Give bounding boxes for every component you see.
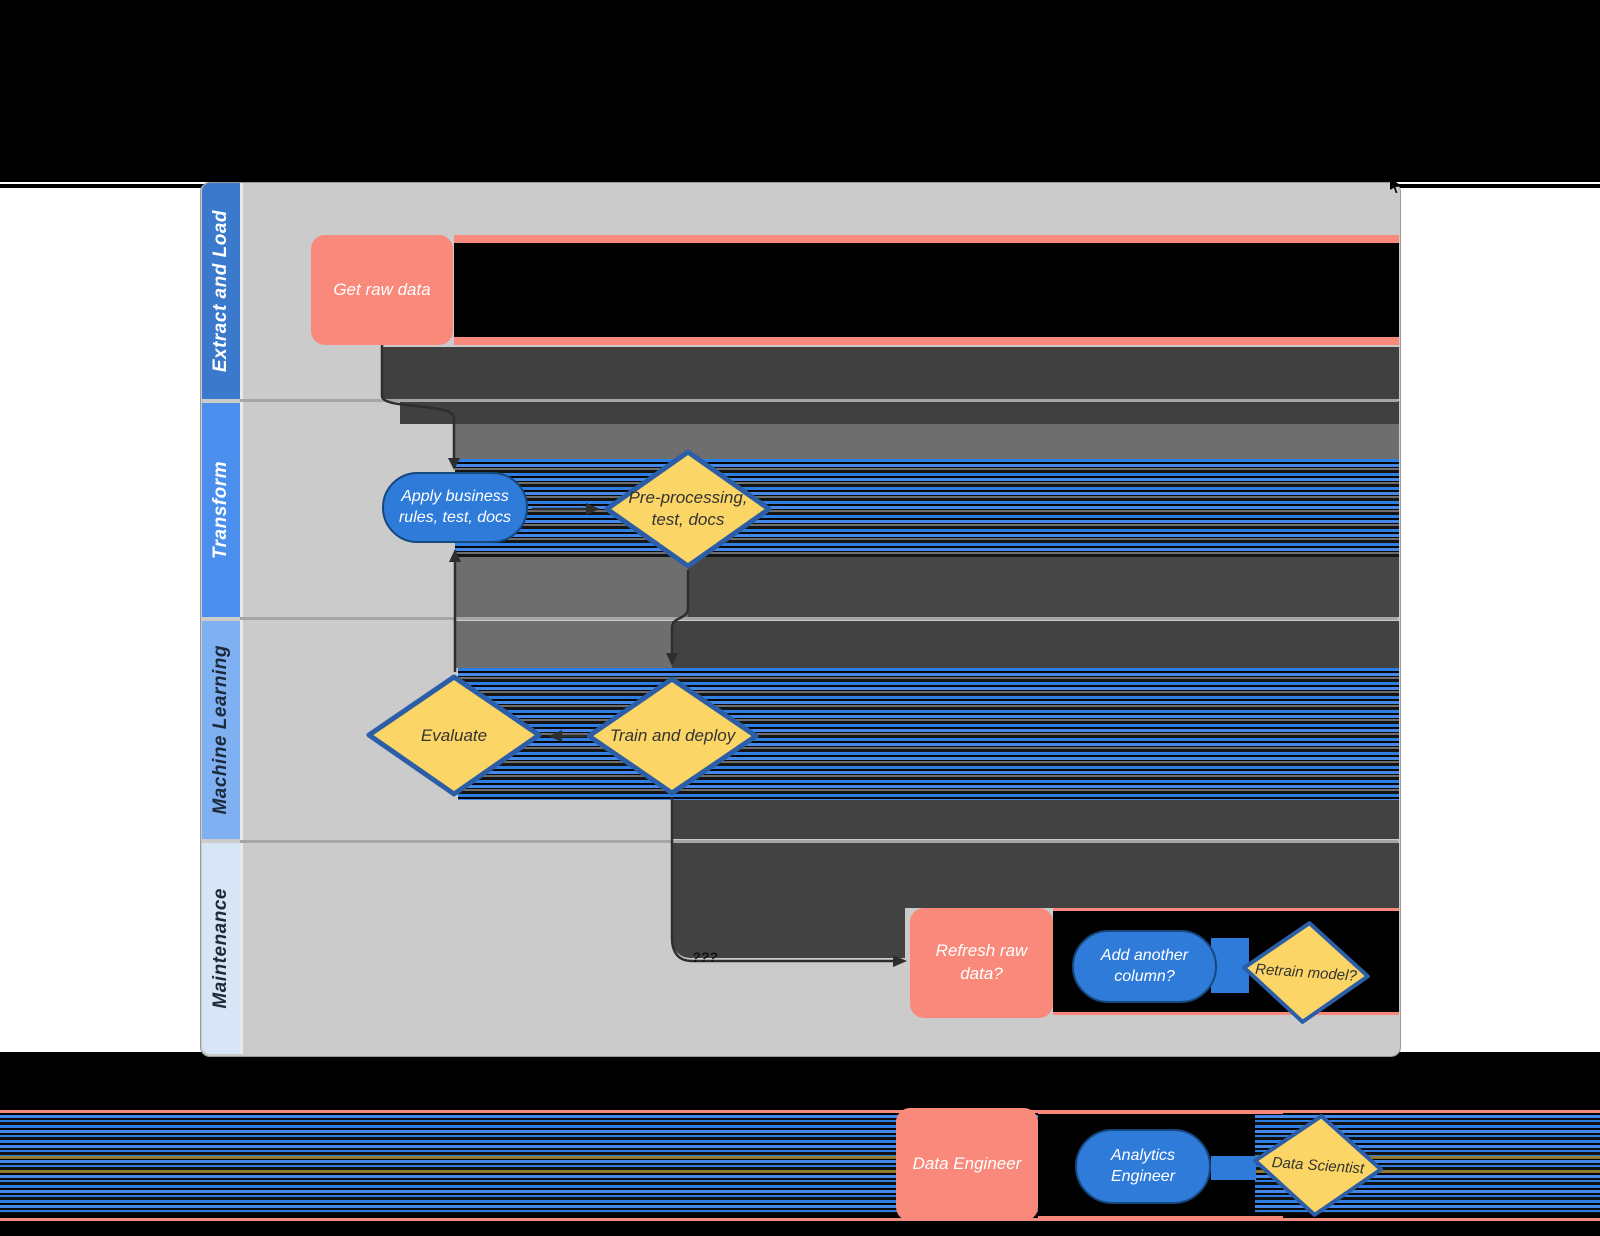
smear-dark-band (400, 401, 1399, 424)
diamond-shape (366, 674, 542, 797)
legend-data-scientist[interactable]: Data Scientist (1248, 1108, 1389, 1222)
node-retrain-model[interactable]: Retrain model? (1236, 916, 1375, 1030)
smear-salmon-band (1038, 1110, 1283, 1114)
node-label: Add another column? (1100, 946, 1189, 985)
node-apply-business-rules[interactable]: Apply business rules, test, docs (382, 472, 528, 543)
node-add-another-column[interactable]: Add another column? (1072, 930, 1217, 1003)
smear-medium-band (455, 424, 1399, 459)
diamond-shape (1242, 921, 1370, 1024)
glitch-gold-row (0, 1170, 1600, 1173)
lane-label: Maintenance (210, 888, 231, 1009)
smear-blue-band (1211, 938, 1249, 993)
node-get-raw-data[interactable]: Get raw data (311, 235, 453, 345)
smear-stripe-band (455, 459, 1399, 557)
connector-label: ??? (692, 949, 718, 965)
top-black-band (0, 0, 1600, 182)
smear-salmon-band (1053, 908, 1399, 911)
node-label: Pre-processing, test, docs (628, 487, 748, 529)
diamond-shape (1253, 1114, 1383, 1217)
node-label: Refresh raw data? (935, 941, 1028, 983)
glitch-salmon-row (0, 1110, 1600, 1113)
lane-label: Extract and Load (210, 209, 231, 373)
lane-boundary (240, 840, 1398, 843)
legend-label: Analytics Engineer (1110, 1146, 1176, 1185)
node-train-and-deploy[interactable]: Train and deploy (585, 675, 760, 797)
node-label: Get raw data (333, 279, 431, 299)
node-refresh-raw-data[interactable]: Refresh raw data? (910, 908, 1053, 1018)
legend-analytics-engineer[interactable]: Analytics Engineer (1075, 1129, 1211, 1204)
smear-dark-band (688, 557, 1399, 617)
glitch-salmon-row (0, 1218, 1600, 1221)
smear-medium-band (455, 621, 672, 668)
lane-header-machine-learning[interactable]: Machine Learning (202, 621, 240, 839)
legend-label: Data Engineer (912, 1154, 1022, 1174)
smear-blue-band (1211, 1156, 1256, 1180)
smear-dark-band (672, 800, 1399, 839)
lane-boundary (240, 617, 1398, 620)
smear-dark-band (672, 621, 1399, 668)
smear-salmon-band (454, 337, 1399, 345)
node-label: Evaluate (420, 725, 488, 745)
lane-boundary (240, 399, 1398, 402)
lane-header-maintenance[interactable]: Maintenance (202, 843, 240, 1054)
lane-header-transform[interactable]: Transform (202, 403, 240, 617)
smear-salmon-band (1038, 1216, 1283, 1220)
smear-dark-band (383, 347, 1399, 399)
node-evaluate[interactable]: Evaluate (365, 673, 543, 798)
node-label: Train and deploy (609, 725, 736, 745)
lane-label: Transform (210, 460, 231, 560)
node-label: Apply business rules, test, docs (398, 487, 512, 526)
diamond-shape (586, 676, 759, 796)
smear-medium-band (455, 557, 688, 617)
smear-salmon-band (454, 235, 1399, 243)
glitch-gold-row (0, 1156, 1600, 1159)
lane-header-extract-and-load[interactable]: Extract and Load (202, 183, 240, 399)
smear-salmon-band (1053, 1012, 1399, 1015)
lane-label: Machine Learning (210, 645, 231, 815)
smear-black-band (454, 243, 1399, 337)
legend-data-engineer[interactable]: Data Engineer (896, 1108, 1038, 1221)
node-preprocessing-test-docs[interactable]: Pre-processing, test, docs (603, 448, 773, 570)
diamond-shape (604, 449, 772, 569)
smear-dark-band (672, 843, 1399, 908)
